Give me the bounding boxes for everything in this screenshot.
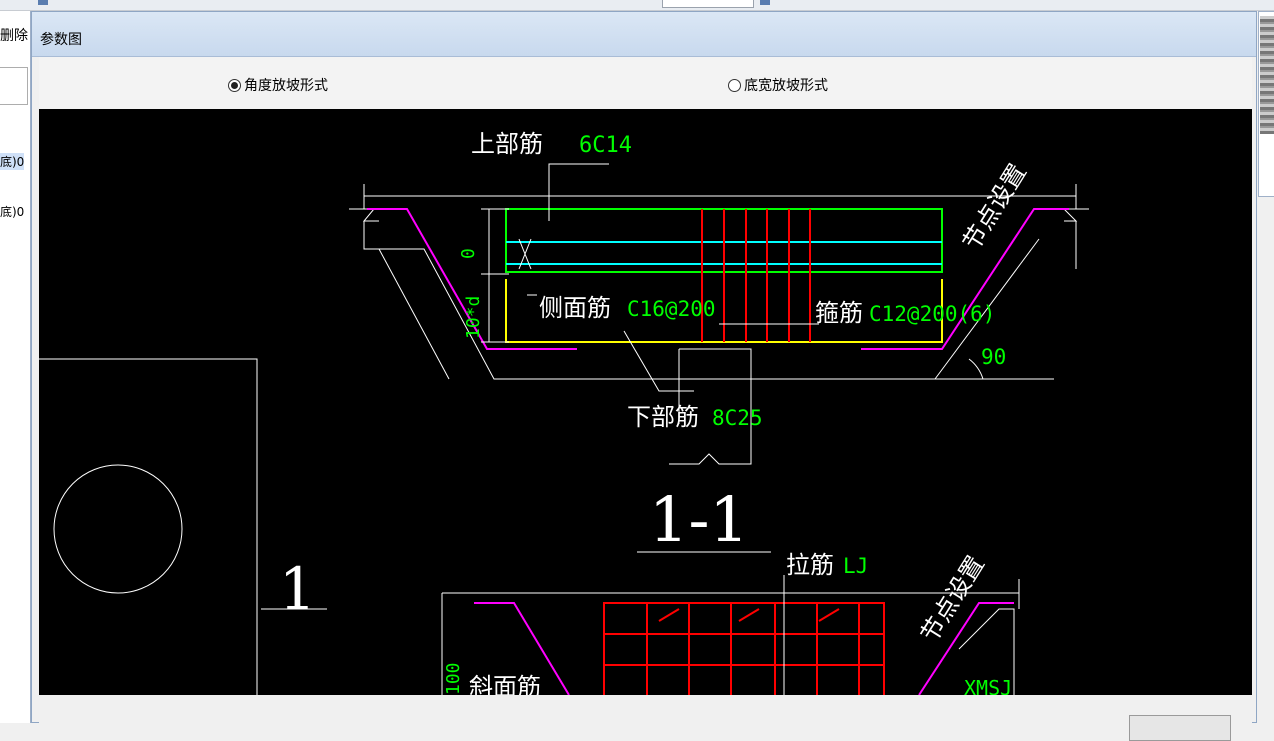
dialog-footer [39, 695, 1252, 741]
radio-unselected-icon[interactable] [728, 78, 741, 92]
tie-label: 拉筋 [786, 551, 834, 579]
parameter-drawing-canvas: 上部筋 6C14 侧面筋 C16@200 箍筋 C12@200(6) 下部筋 8… [39, 109, 1252, 695]
radio-selected-icon[interactable] [228, 78, 241, 92]
tie-value: LJ [843, 554, 868, 578]
list-item[interactable]: 底)0 [0, 153, 25, 170]
bottom-rebar-value: 8C25 [712, 406, 763, 430]
toolbar-icon[interactable] [760, 0, 770, 5]
radio-width-slope[interactable]: 底宽放坡形式 [728, 75, 828, 95]
bottom-rebar-label: 下部筋 [627, 403, 699, 431]
dim-zero: 0 [458, 248, 479, 259]
node-setting-label: 节点设置 [957, 159, 1032, 255]
top-toolbar [0, 0, 1274, 11]
toolbar-icon[interactable] [38, 0, 48, 5]
side-rebar-value: C16@200 [627, 297, 716, 321]
top-rebar-label: 上部筋 [471, 130, 543, 158]
xmsj-label: XMSJ [964, 676, 1012, 695]
angle-value: 90 [981, 345, 1006, 369]
dialog-title: 参数图 [40, 32, 82, 48]
stirrup-value: C12@200(6) [869, 302, 995, 326]
top-rebar-value: 6C14 [579, 133, 632, 158]
dialog-titlebar: 参数图 [32, 12, 1256, 57]
list-item[interactable]: 底)0 [0, 205, 25, 219]
section-label: 1-1 [649, 483, 749, 556]
rebar-section-drawing: 上部筋 6C14 侧面筋 C16@200 箍筋 C12@200(6) 下部筋 8… [39, 130, 1089, 695]
slope-mode-group: 角度放坡形式 底宽放坡形式 [39, 57, 1252, 110]
mark-number: 1 [279, 555, 316, 623]
right-side-thumbnail [1258, 11, 1274, 197]
thumbnail-image [1260, 16, 1274, 134]
stirrup-label: 箍筋 [815, 299, 863, 327]
dim-100: 100 [443, 662, 464, 695]
left-panel: 删除 底)0 底)0 [0, 11, 31, 723]
radio-label: 底宽放坡形式 [744, 78, 828, 94]
radio-angle-slope[interactable]: 角度放坡形式 [228, 75, 328, 95]
delete-button[interactable]: 删除 [0, 28, 28, 44]
left-input-box[interactable] [0, 67, 28, 105]
radio-label: 角度放坡形式 [244, 78, 328, 94]
slope-rebar-label: 斜面筋 [469, 673, 541, 695]
side-rebar-label: 侧面筋 [539, 294, 611, 322]
dim-10d: 10*d [463, 296, 484, 339]
footer-button[interactable] [1129, 715, 1231, 741]
toolbar-input[interactable] [662, 0, 754, 8]
node-setting-label-2: 节点设置 [915, 551, 990, 647]
parameter-dialog: 参数图 角度放坡形式 底宽放坡形式 [31, 11, 1257, 741]
